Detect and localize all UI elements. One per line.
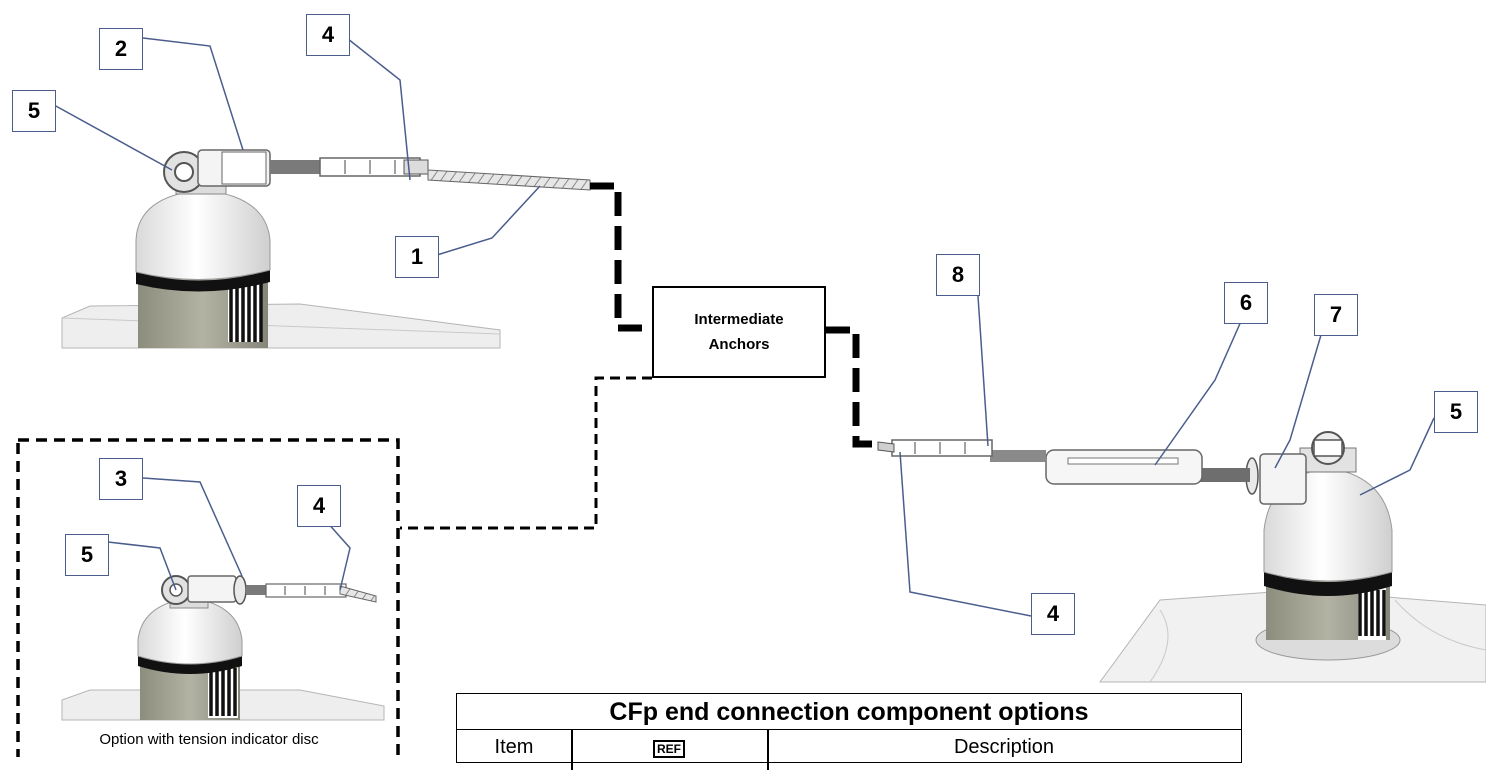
cable-connection-lines [400,182,878,530]
callout-5: 5 [12,90,56,132]
callout-4: 4 [1031,593,1075,635]
callout-8: 8 [936,254,980,296]
anchors-label-line1: Intermediate [694,311,784,328]
intermediate-anchors-box: Intermediate Anchors [652,286,826,378]
table-col-divider [571,730,573,770]
callout-5: 5 [1434,391,1478,433]
callout-5: 5 [65,534,109,576]
end-anchor-left [61,149,591,349]
anchors-label-line2: Anchors [708,336,770,353]
callout-3: 3 [99,458,143,500]
table-title: CFp end connection component options [457,694,1241,730]
callout-4: 4 [297,485,341,527]
table-header-description: Description [953,736,1055,758]
option-caption: Option with tension indicator disc [99,731,319,748]
table-col-divider [767,730,769,770]
callout-6: 6 [1224,282,1268,324]
end-anchor-right [877,431,1486,683]
table-header-item: Item [494,736,534,758]
table-header-ref: REF [571,732,767,762]
callout-2: 2 [99,28,143,70]
ref-badge: REF [653,740,685,758]
callout-4: 4 [306,14,350,56]
option-anchor [61,575,385,721]
callout-1: 1 [395,236,439,278]
callout-7: 7 [1314,294,1358,336]
leader-lines [53,34,1435,617]
components-table: CFp end connection component options Ite… [456,693,1242,770]
option-frame [16,438,400,757]
